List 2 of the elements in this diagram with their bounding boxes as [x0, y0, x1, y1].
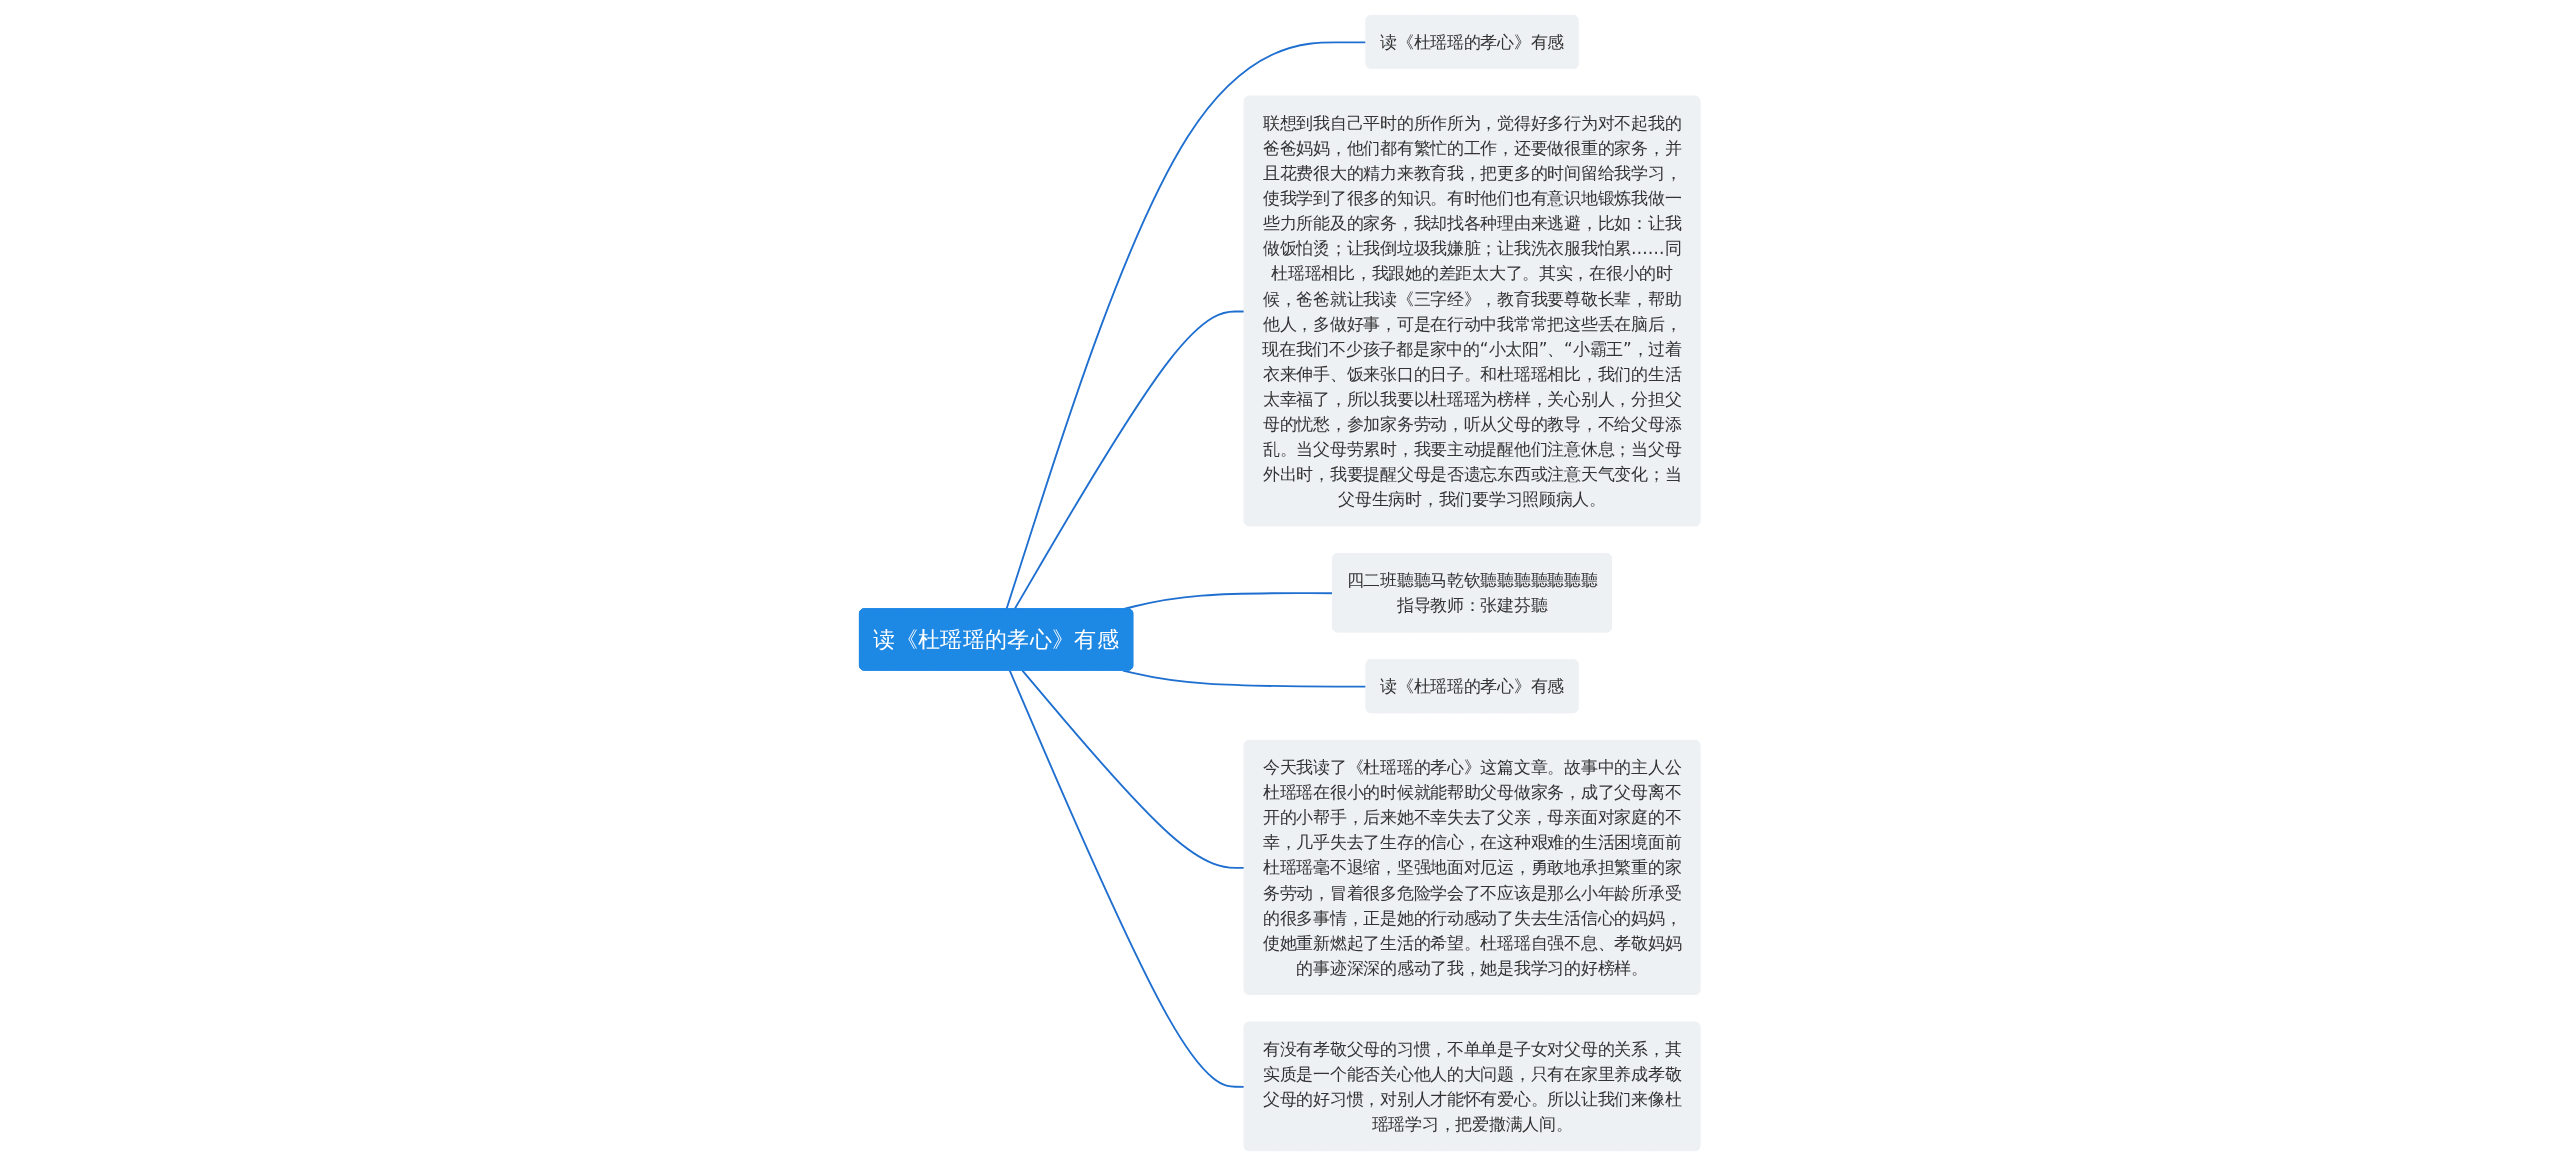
connector	[1122, 669, 1368, 688]
connector	[1005, 40, 1368, 610]
